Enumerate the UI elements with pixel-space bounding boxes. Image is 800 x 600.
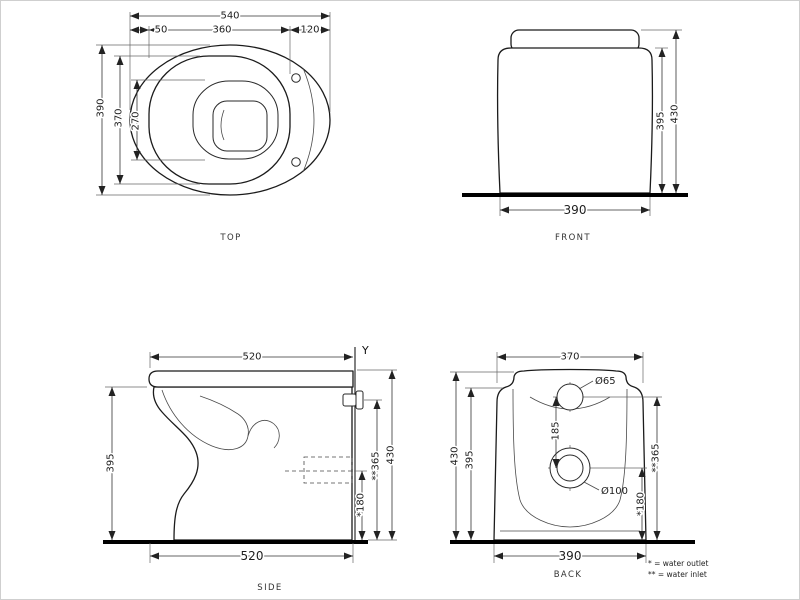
inlet-fitting-flange <box>355 390 364 410</box>
trap-interior-line <box>247 420 280 449</box>
top-dim-370-label: 370 <box>114 108 125 127</box>
water-spot-detail <box>220 109 225 141</box>
water-spot <box>212 100 268 152</box>
water-inlet-hole <box>556 383 584 411</box>
inlet-fitting <box>342 393 357 407</box>
note-water-inlet: ** = water inlet <box>648 570 707 579</box>
hinge-hole-bottom <box>291 157 301 167</box>
side-dim-520-top-label: 520 <box>242 352 261 363</box>
top-dim-120-label: 120 <box>300 25 319 36</box>
back-dim-365-label: **365 <box>651 443 662 472</box>
hidden-outlet-spigot <box>303 456 353 484</box>
top-dim-270-label: 270 <box>131 111 142 130</box>
leader-line <box>578 380 594 390</box>
bowl-interior-line <box>199 395 239 415</box>
back-view-title: BACK <box>554 570 583 580</box>
bowl-back-inner-outline <box>512 388 628 528</box>
front-dim-395-label: 395 <box>656 111 667 130</box>
lid-back-edge <box>302 67 315 173</box>
top-view: 540 50 360 120 390 370 270 TOP <box>94 9 331 243</box>
datum-y-label: Y <box>361 344 369 357</box>
note-water-outlet: * = water outlet <box>648 559 709 568</box>
body-side-outline <box>152 386 353 541</box>
side-dim-180-label: *180 <box>356 493 367 517</box>
leader-line <box>583 481 600 491</box>
back-view: 185 Ø65 Ø100 370 390 430 395 **365 *180 … <box>448 350 709 580</box>
front-view: 395 430 390 FRONT <box>462 29 688 243</box>
water-outlet-hole-inner <box>556 454 584 482</box>
top-view-title: TOP <box>219 233 241 243</box>
front-view-title: FRONT <box>555 233 591 243</box>
back-dim-370-label: 370 <box>560 352 579 363</box>
side-view: Y 520 520 395 *180 **365 430 SIDE <box>103 344 398 593</box>
side-dim-430-label: 430 <box>386 445 397 464</box>
back-dia-65-label: Ø65 <box>595 375 616 387</box>
top-dim-390-label: 390 <box>96 98 107 117</box>
back-dim-430-label: 430 <box>450 446 461 465</box>
back-dim-180-label: *180 <box>636 492 647 516</box>
back-dim-395-label: 395 <box>465 450 476 469</box>
side-dim-395-label: 395 <box>106 453 117 472</box>
top-dim-540-label: 540 <box>220 11 239 22</box>
back-dim-185-label: 185 <box>551 421 562 440</box>
seat-lid-side <box>148 370 354 388</box>
hinge-hole-top <box>291 73 301 83</box>
side-view-title: SIDE <box>257 583 282 593</box>
side-dim-520-bottom-label: 520 <box>241 549 264 563</box>
top-dim-360-label: 360 <box>212 25 231 36</box>
back-dim-390-label: 390 <box>559 549 582 563</box>
side-dim-365-label: **365 <box>371 451 382 480</box>
body-front-outline <box>496 47 654 194</box>
top-dim-50-label: 50 <box>155 25 168 36</box>
bowl-interior-line <box>161 389 249 450</box>
front-dim-430-label: 430 <box>670 104 681 123</box>
front-dim-390-label: 390 <box>564 203 587 217</box>
back-dia-100-label: Ø100 <box>601 485 628 497</box>
